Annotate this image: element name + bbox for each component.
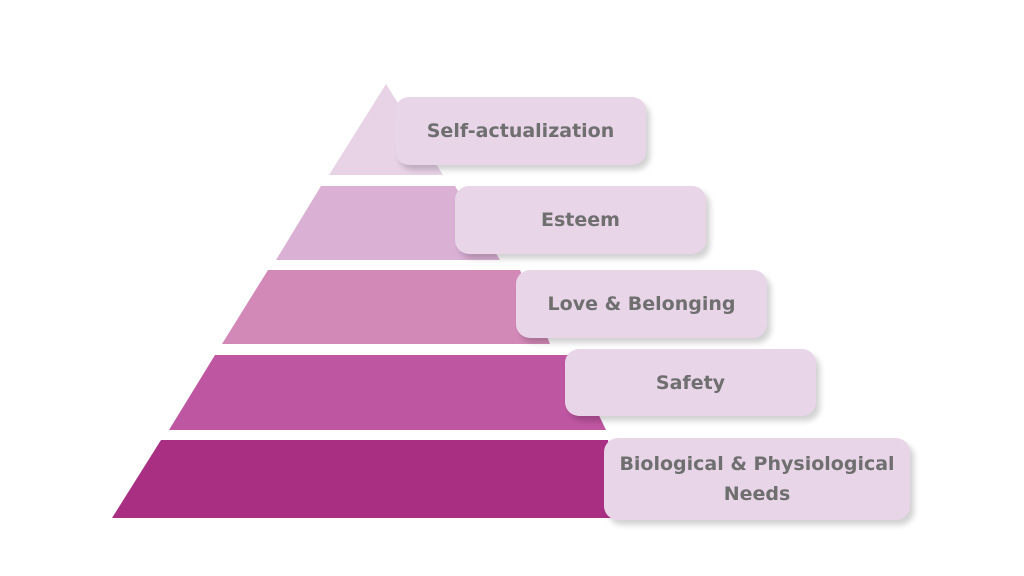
pyramid-layer-esteem xyxy=(276,186,500,260)
label-box-safety: Safety xyxy=(565,349,816,416)
level-label-esteem: Esteem xyxy=(541,209,620,231)
level-label-biological-physiological: Biological & Physiological Needs xyxy=(619,453,895,505)
pyramid-layer-safety xyxy=(169,355,606,430)
label-box-esteem: Esteem xyxy=(455,186,706,254)
level-label-safety: Safety xyxy=(655,371,726,394)
label-box-love-belonging: Love & Belonging xyxy=(516,270,767,338)
pyramid-layer-love-belonging xyxy=(222,270,550,344)
label-box-self-actualization: Self-actualization xyxy=(395,97,646,165)
level-label-self-actualization: Self-actualization xyxy=(426,120,615,142)
level-label-love-belonging: Love & Belonging xyxy=(547,293,736,315)
label-box-biological-physiological: Biological & Physiological Needs xyxy=(604,438,910,520)
pyramid-layer-biological-physiological xyxy=(112,440,620,518)
